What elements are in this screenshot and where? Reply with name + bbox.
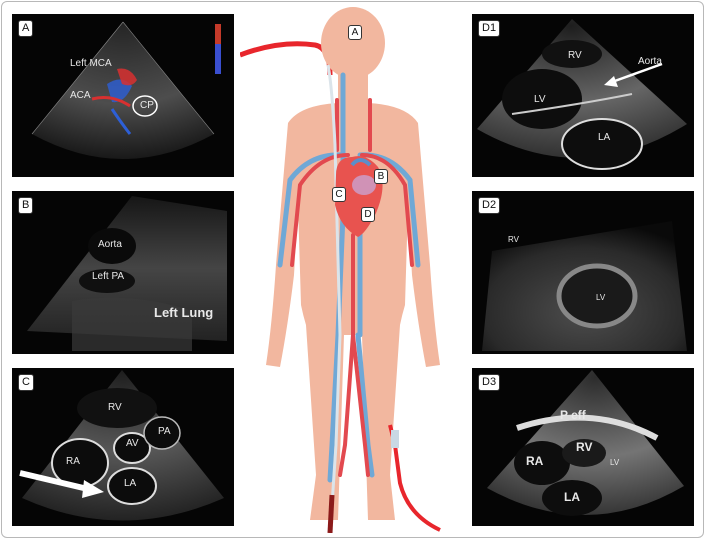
label-d3-la: LA <box>564 490 580 504</box>
label-left-lung: Left Lung <box>154 305 214 320</box>
label-d1-lv: LV <box>534 94 546 105</box>
label-cp: CP <box>140 100 154 111</box>
panel-b-tag: B <box>18 197 34 214</box>
panel-d2-tag: D2 <box>478 197 501 214</box>
body-illustration: A B C D <box>239 5 468 534</box>
panel-d1-ultrasound: D1 RV Aorta LV LA <box>472 14 694 177</box>
label-d2-rv: RV <box>508 235 519 244</box>
label-d3-rv: RV <box>576 440 593 454</box>
label-d3-lv: LV <box>610 458 620 467</box>
label-d3-ra: RA <box>526 454 544 468</box>
panel-d3-ultrasound: D3 P eff RV RA LV LA <box>472 368 694 526</box>
panel-b-image <box>27 196 227 351</box>
panel-c-ultrasound: C RV AV PA RA LA <box>12 368 234 526</box>
panel-d3-image <box>487 370 684 516</box>
panel-a-image <box>31 21 221 159</box>
label-rv: RV <box>108 402 122 413</box>
panel-b-ultrasound: B Aorta Left PA Left Lung <box>12 191 234 354</box>
catheter-bottom-left <box>327 494 335 534</box>
label-left-pa: Left PA <box>92 271 125 282</box>
label-d2-lv: LV <box>596 293 606 302</box>
body-tag-b: B <box>374 169 388 184</box>
arterial-system <box>290 98 414 477</box>
panel-a-ultrasound: A Left MCA ACA CP <box>12 14 234 177</box>
panel-d3-tag: D3 <box>478 374 501 391</box>
body-tag-c: C <box>332 187 346 202</box>
label-la: LA <box>124 478 137 489</box>
label-pa: PA <box>158 426 171 437</box>
panel-d2-image <box>482 221 687 351</box>
label-av: AV <box>126 438 139 449</box>
label-left-mca: Left MCA <box>70 58 112 69</box>
label-d3-peff: P eff <box>560 408 586 422</box>
panel-c-tag: C <box>18 374 34 391</box>
body-tag-a: A <box>348 25 362 40</box>
panel-a-tag: A <box>18 20 34 37</box>
catheter-top <box>239 41 333 76</box>
body-tag-d: D <box>361 207 375 222</box>
panel-d1-tag: D1 <box>478 20 501 37</box>
panel-d1-image <box>477 19 687 170</box>
panel-c-image <box>19 370 224 521</box>
body-svg <box>239 7 441 534</box>
catheter-sheath <box>391 430 399 448</box>
panel-d2-ultrasound: D2 RV LV <box>472 191 694 354</box>
label-d1-aorta: Aorta <box>638 56 662 67</box>
label-d1-rv: RV <box>568 50 582 61</box>
label-aca: ACA <box>70 90 91 101</box>
catheter-femoral <box>388 424 441 532</box>
label-d1-la: LA <box>598 132 611 143</box>
catheter-line <box>326 64 342 506</box>
label-ra: RA <box>66 456 80 467</box>
label-aorta: Aorta <box>98 239 122 250</box>
